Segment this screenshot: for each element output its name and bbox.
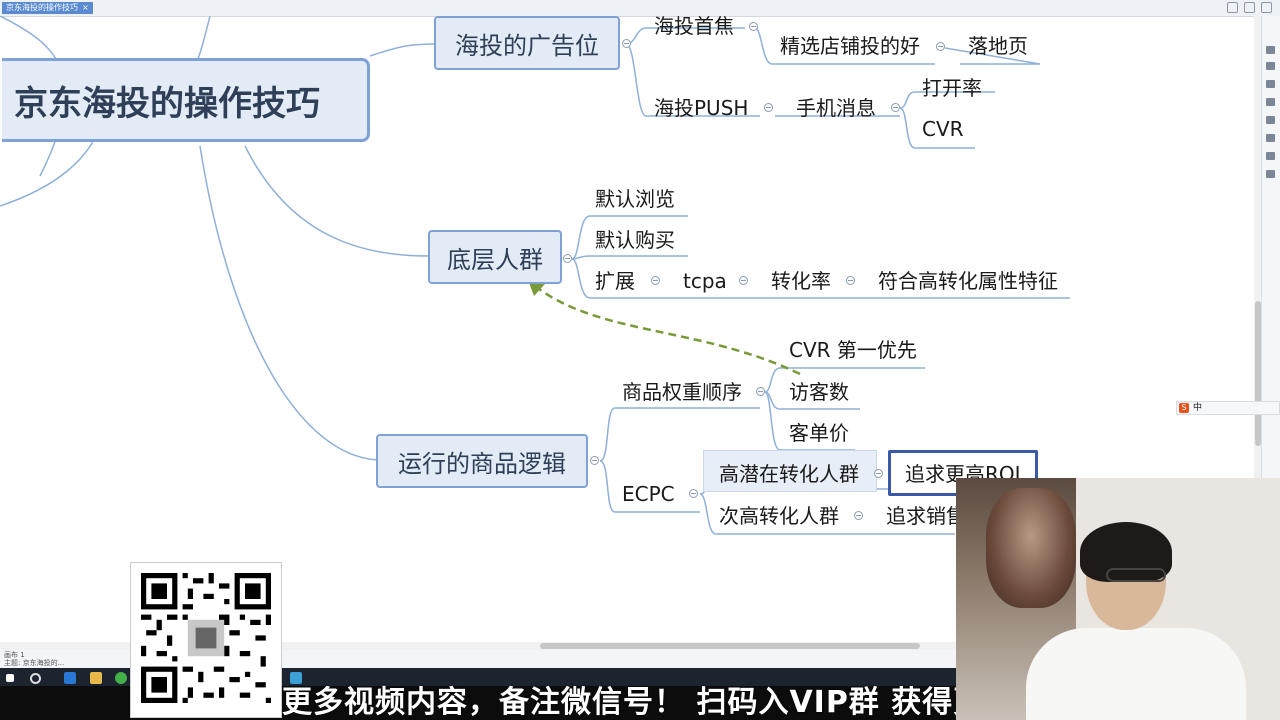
webcam-presenter-hair	[1080, 522, 1172, 582]
qr-code	[130, 562, 282, 718]
topic-ad-slots[interactable]: 海投的广告位	[434, 16, 620, 70]
topic-open-rate[interactable]: 打开率	[922, 76, 982, 100]
topic-cvr-first[interactable]: CVR 第一优先	[789, 338, 917, 362]
topic-default-buy[interactable]: 默认购买	[595, 228, 675, 252]
horizontal-scrollbar[interactable]	[0, 642, 1254, 650]
topic-high-potential[interactable]: 高潜在转化人群	[719, 462, 859, 486]
topic-mobile-msg[interactable]: 手机消息	[796, 96, 876, 120]
topic-default-browse[interactable]: 默认浏览	[595, 187, 675, 211]
vertical-scrollbar[interactable]	[1254, 16, 1262, 646]
image-icon[interactable]	[1266, 80, 1275, 88]
topic-cvr[interactable]: CVR	[922, 117, 964, 141]
webcam-decor	[986, 488, 1076, 608]
topic-avg-order[interactable]: 客单价	[789, 421, 849, 445]
collapse-icon[interactable]	[874, 469, 883, 478]
topic-match-feature[interactable]: 符合高转化属性特征	[878, 269, 1058, 293]
topic-expand[interactable]: 扩展	[595, 269, 635, 293]
collapse-icon[interactable]	[854, 511, 863, 520]
topic-pursue-sales[interactable]: 追求销售	[886, 504, 966, 528]
collapse-icon[interactable]	[756, 387, 765, 396]
collapse-icon[interactable]	[749, 22, 758, 31]
topic-ecpc[interactable]: ECPC	[622, 482, 675, 506]
window-controls	[1227, 2, 1272, 13]
edge-icon[interactable]	[64, 672, 76, 684]
document-tab[interactable]: 京东海投的操作技巧 ×	[2, 2, 93, 14]
mindmap-app-icon[interactable]	[290, 672, 302, 684]
style-icon[interactable]	[1266, 62, 1275, 70]
root-topic[interactable]: 京东海投的操作技巧	[2, 58, 370, 142]
document-tab-label: 京东海投的操作技巧	[6, 3, 78, 12]
webcam-presenter-glasses	[1106, 568, 1166, 582]
ime-toolbar[interactable]: S 中	[1176, 401, 1280, 415]
topic-focus-child[interactable]: 精选店铺投的好	[780, 34, 920, 58]
scroll-thumb[interactable]	[540, 643, 920, 649]
collapse-icon[interactable]	[563, 254, 572, 263]
outline-icon[interactable]	[1266, 116, 1275, 124]
maximize-icon[interactable]	[1244, 2, 1255, 13]
topic-tcpa[interactable]: tcpa	[683, 269, 727, 293]
status-sheet: 画布 1	[4, 651, 25, 659]
collapse-icon[interactable]	[739, 276, 748, 285]
topic-base-audience[interactable]: 底层人群	[428, 230, 562, 284]
task-icon[interactable]	[1266, 170, 1275, 178]
topic-focus[interactable]: 海投首焦	[654, 14, 734, 38]
topic-landing[interactable]: 落地页	[968, 34, 1028, 58]
webcam-presenter-body	[1026, 628, 1246, 720]
collapse-icon[interactable]	[651, 276, 660, 285]
topic-visitors[interactable]: 访客数	[789, 380, 849, 404]
ime-mode[interactable]: 中	[1193, 403, 1203, 413]
close-window-icon[interactable]	[1261, 2, 1272, 13]
scroll-thumb[interactable]	[1255, 301, 1261, 446]
collapse-icon[interactable]	[764, 103, 773, 112]
collapse-icon[interactable]	[936, 42, 945, 51]
topic-highlight	[703, 450, 877, 492]
app-icon[interactable]	[115, 672, 127, 684]
close-tab-icon[interactable]: ×	[82, 3, 89, 12]
topic-weight-order[interactable]: 商品权重顺序	[622, 380, 742, 404]
topic-second-high[interactable]: 次高转化人群	[719, 504, 839, 528]
ime-logo-icon: S	[1179, 403, 1189, 413]
collapse-icon[interactable]	[622, 39, 631, 48]
connector-lines	[0, 16, 1070, 535]
topic-product-logic[interactable]: 运行的商品逻辑	[376, 434, 588, 488]
collapse-icon[interactable]	[891, 103, 900, 112]
qr-code-pattern	[141, 573, 271, 703]
minimize-icon[interactable]	[1227, 2, 1238, 13]
start-icon[interactable]	[6, 674, 14, 682]
collapse-icon[interactable]	[689, 489, 698, 498]
title-bar: 京东海投的操作技巧 ×	[0, 0, 1280, 17]
folder-icon[interactable]	[90, 672, 102, 684]
topic-push[interactable]: 海投PUSH	[654, 96, 749, 120]
topic-conversion-rate[interactable]: 转化率	[771, 269, 831, 293]
search-icon[interactable]	[30, 673, 41, 684]
status-topic: 主题: 京东海投的...	[4, 659, 65, 667]
collapse-icon[interactable]	[590, 456, 599, 465]
note-icon[interactable]	[1266, 134, 1275, 142]
promo-banner-text: 更多视频内容，备注微信号！ 扫码入VIP群 获得更	[282, 685, 985, 720]
collapse-icon[interactable]	[846, 276, 855, 285]
format-icon[interactable]	[1266, 46, 1275, 54]
webcam-overlay	[956, 478, 1280, 720]
marker-icon[interactable]	[1266, 98, 1275, 106]
comment-icon[interactable]	[1266, 152, 1275, 160]
